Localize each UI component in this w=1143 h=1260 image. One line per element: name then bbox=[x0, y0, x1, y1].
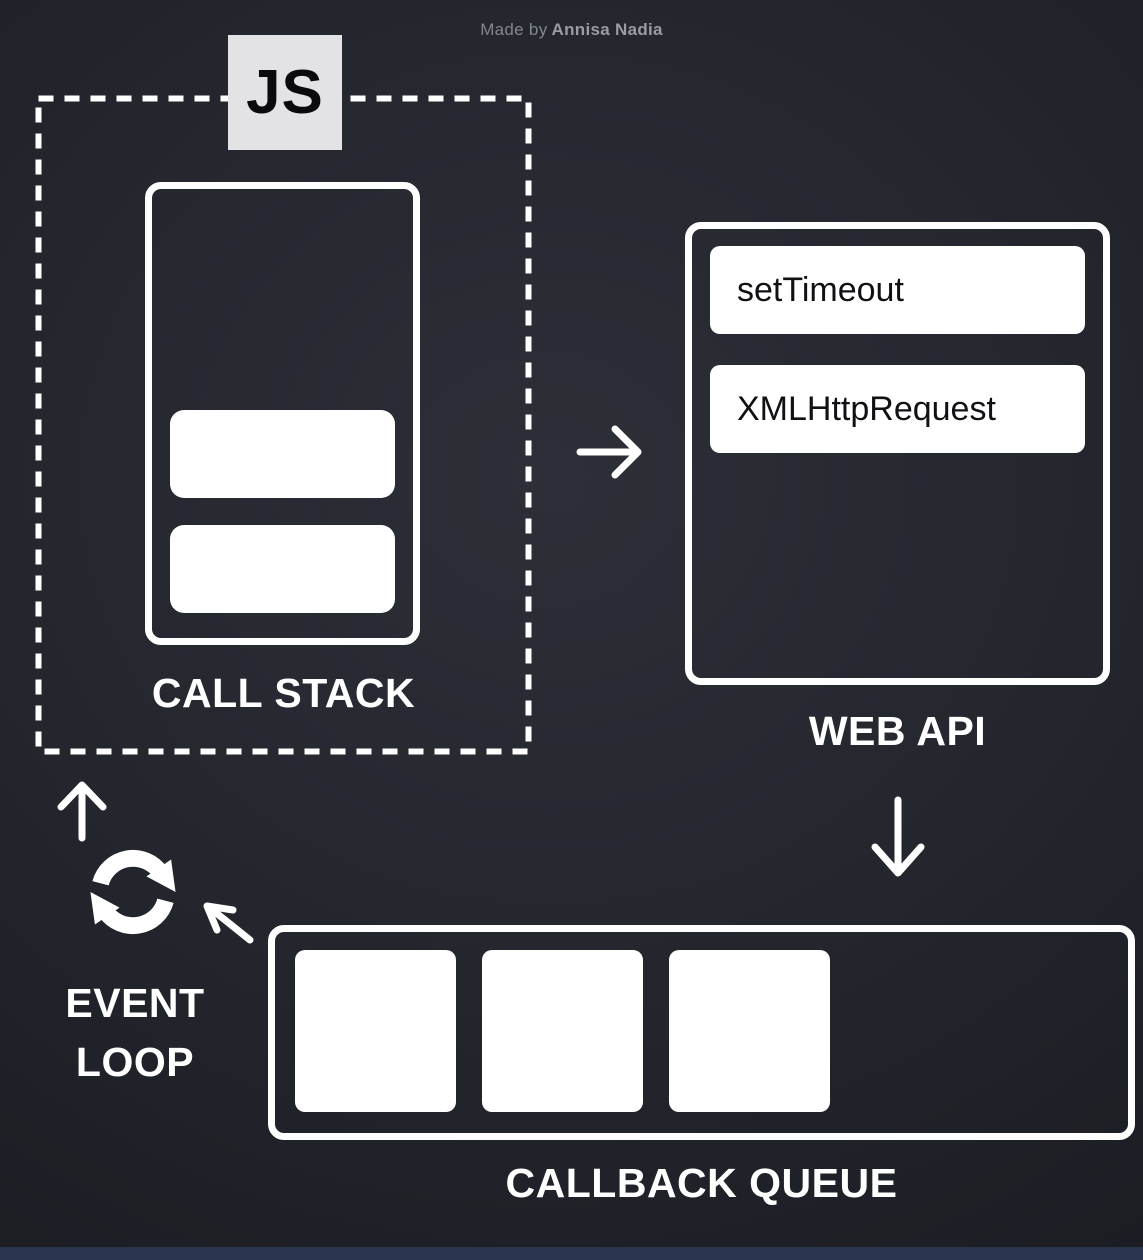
stack-frame bbox=[170, 525, 395, 613]
web-api-item-settimeout: setTimeout bbox=[710, 246, 1085, 334]
call-stack-panel bbox=[145, 182, 420, 645]
web-api-items: setTimeout XMLHttpRequest bbox=[710, 246, 1085, 453]
web-api-item-xmlhttprequest: XMLHttpRequest bbox=[710, 365, 1085, 453]
arrow-right-icon bbox=[576, 425, 642, 479]
callback-queue-label: CALLBACK QUEUE bbox=[505, 1160, 898, 1206]
credit-author: Annisa Nadia bbox=[551, 20, 663, 39]
callback-queue-slots bbox=[295, 950, 830, 1112]
credit-prefix: Made by bbox=[480, 20, 548, 39]
stack-frame bbox=[170, 410, 395, 498]
callback-queue-panel bbox=[268, 925, 1135, 1140]
arrow-down-icon bbox=[871, 796, 925, 877]
arrow-to-loop-icon bbox=[203, 902, 254, 944]
web-api-panel: setTimeout XMLHttpRequest bbox=[685, 222, 1110, 685]
sync-loop-icon bbox=[90, 849, 176, 935]
queue-slot bbox=[669, 950, 830, 1112]
web-api-label: WEB API bbox=[808, 708, 987, 754]
queue-slot bbox=[482, 950, 643, 1112]
call-stack-frames bbox=[170, 410, 395, 613]
queue-slot bbox=[295, 950, 456, 1112]
web-api-item-label: XMLHttpRequest bbox=[737, 389, 996, 428]
bottom-accent-bar bbox=[0, 1247, 1143, 1260]
event-loop-label: EVENT LOOP bbox=[65, 980, 205, 1086]
js-logo-badge: JS bbox=[228, 35, 342, 150]
arrow-up-icon bbox=[57, 781, 107, 842]
call-stack-label: CALL STACK bbox=[151, 670, 416, 716]
js-logo-text: JS bbox=[246, 58, 324, 127]
web-api-item-label: setTimeout bbox=[737, 270, 904, 309]
